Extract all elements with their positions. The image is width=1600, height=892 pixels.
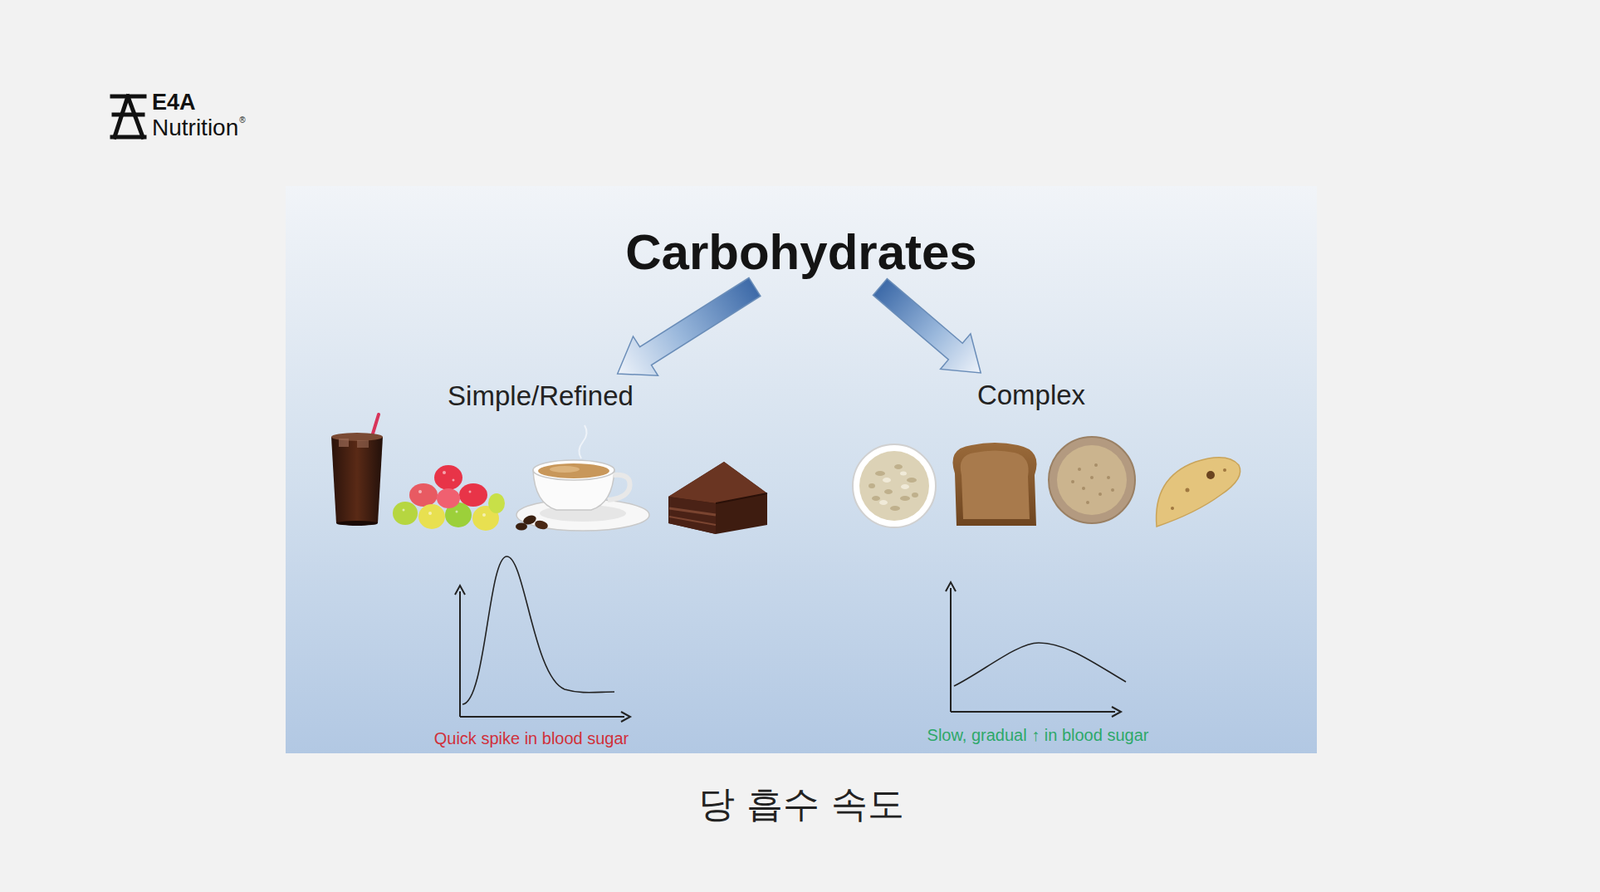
category-label: Complex [973, 377, 1089, 413]
block-arrow [617, 278, 761, 377]
blood-sugar-chart [945, 582, 1126, 717]
node-text: Carbohydrates [625, 223, 977, 281]
grain-bowl [1048, 436, 1136, 524]
label-text: Slow, gradual ↑ in blood sugar [927, 725, 1150, 745]
cola-glass [331, 414, 383, 526]
caption-text: 당 흡수 속도 [698, 782, 905, 827]
label-text: ® [239, 115, 245, 126]
block-arrow [873, 278, 982, 373]
category-heading: Carbohydrates [621, 221, 980, 283]
node-text: Simple/Refined [447, 380, 634, 412]
chart-caption: Quick spike in blood sugar [434, 729, 630, 749]
gummy-candies [392, 464, 505, 531]
content-panel [285, 185, 1317, 754]
oats-bowl [852, 444, 936, 528]
chart-caption: Slow, gradual ↑ in blood sugar [927, 725, 1150, 745]
chocolate-cake [668, 461, 768, 534]
logo-icon [112, 96, 145, 138]
coffee-cup [515, 425, 650, 531]
logo-text: Nutrition [151, 114, 239, 142]
flatbread [1156, 457, 1241, 527]
label-text: Nutrition [151, 114, 239, 142]
category-label: Simple/Refined [444, 378, 637, 414]
label-text: E4A [151, 89, 196, 116]
node-text: Complex [977, 379, 1086, 412]
registered-mark: ® [239, 115, 245, 126]
label-text: Quick spike in blood sugar [434, 729, 630, 749]
bread-slice [953, 442, 1038, 526]
caption: 당 흡수 속도 [698, 782, 905, 827]
blood-sugar-chart [455, 556, 631, 722]
logo-text: E4A [151, 89, 196, 116]
